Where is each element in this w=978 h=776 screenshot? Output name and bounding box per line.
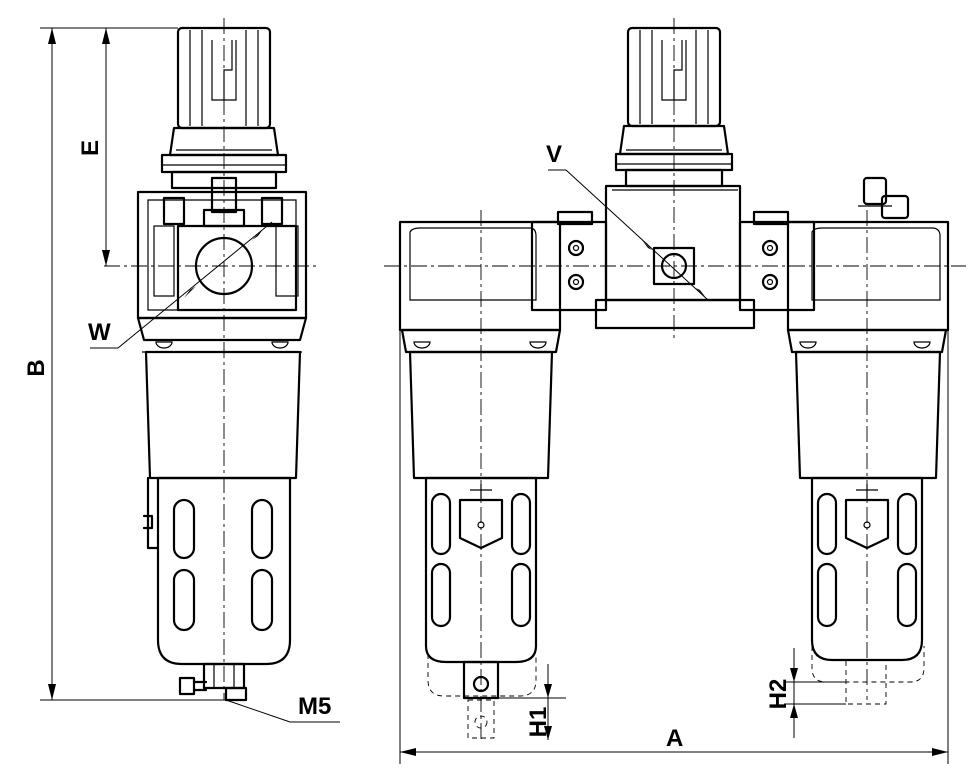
label-a: A — [666, 725, 683, 752]
label-v: V — [546, 141, 562, 168]
dimension-h2 — [784, 648, 846, 738]
dimension-h1 — [498, 664, 566, 740]
label-h2: H2 — [765, 679, 792, 710]
label-w: W — [88, 319, 111, 346]
dimension-b — [40, 27, 230, 701]
regulator-body-front — [594, 184, 756, 330]
filter-bowl-side — [142, 350, 302, 702]
label-e: E — [77, 140, 104, 156]
modular-connectors — [530, 210, 816, 312]
regulator-body-side — [136, 176, 308, 353]
label-b: B — [23, 359, 50, 376]
right-lubricator-head — [786, 176, 950, 354]
side-view-filter-regulator — [104, 18, 316, 702]
dimension-a — [399, 330, 949, 764]
right-lubricator-bowl — [794, 350, 942, 705]
dimension-e — [102, 28, 110, 266]
callout-m5 — [225, 699, 340, 723]
label-h1: H1 — [525, 707, 552, 738]
left-filter-head — [398, 220, 562, 354]
dimension-w — [90, 221, 273, 349]
dimension-v — [548, 169, 709, 301]
front-view-combination-unit — [384, 18, 966, 740]
label-m5: M5 — [298, 693, 331, 720]
